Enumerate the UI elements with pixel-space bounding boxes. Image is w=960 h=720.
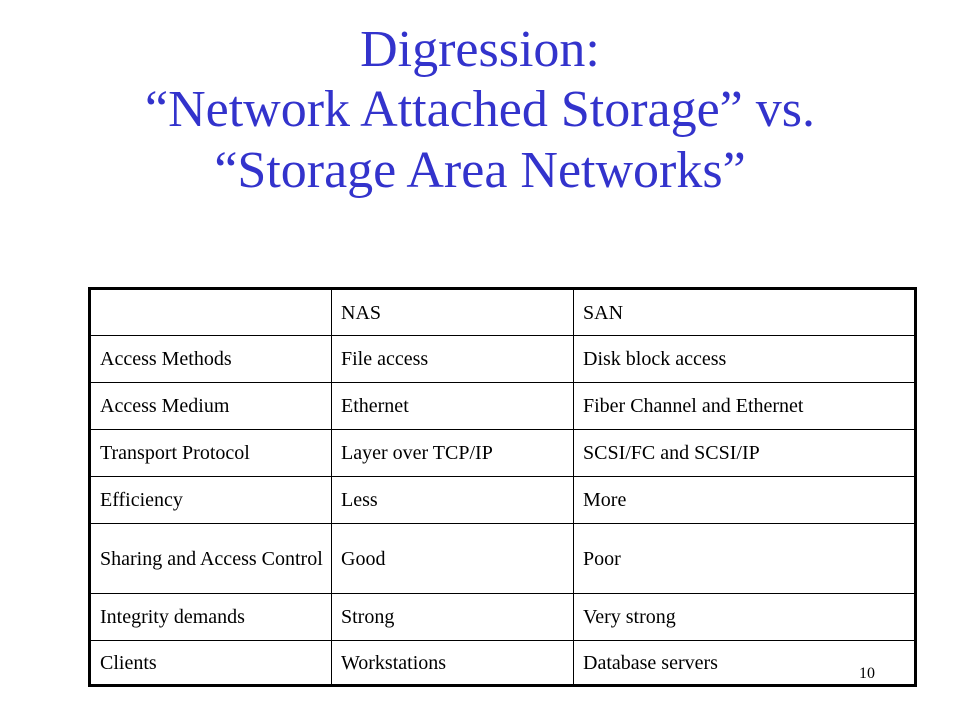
row-label: Access Methods [88, 335, 332, 383]
title-line-1: Digression: [360, 21, 600, 78]
header-cell-empty [88, 287, 332, 336]
title-line-3: “Storage Area Networks” [214, 141, 746, 199]
header-cell-nas: NAS [331, 287, 574, 336]
row-label: Integrity demands [88, 593, 332, 641]
row-label: Access Medium [88, 382, 332, 430]
san-cell: Database servers [573, 640, 917, 687]
row-label: Sharing and Access Control [88, 523, 332, 594]
header-cell-san: SAN [573, 287, 917, 336]
san-cell: Fiber Channel and Ethernet [573, 382, 917, 430]
slide-title: Digression: “Network Attached Storage” v… [40, 20, 920, 201]
nas-cell: Ethernet [331, 382, 574, 430]
comparison-table: NAS SAN Access Methods File access Disk … [88, 287, 917, 687]
nas-cell: Workstations [331, 640, 574, 687]
table-row: Sharing and Access Control Good Poor [88, 523, 917, 594]
row-label: Clients [88, 640, 332, 687]
page-number: 10 [859, 665, 875, 682]
san-cell: Disk block access [573, 335, 917, 383]
nas-cell: File access [331, 335, 574, 383]
nas-cell: Good [331, 523, 574, 594]
table-row: Access Medium Ethernet Fiber Channel and… [88, 382, 917, 430]
nas-cell: Layer over TCP/IP [331, 429, 574, 477]
table-row: Clients Workstations Database servers [88, 640, 917, 687]
table-row: Integrity demands Strong Very strong [88, 593, 917, 641]
nas-cell: Strong [331, 593, 574, 641]
san-cell: Very strong [573, 593, 917, 641]
table-header-row: NAS SAN [88, 287, 917, 336]
nas-cell: Less [331, 476, 574, 524]
table-row: Access Methods File access Disk block ac… [88, 335, 917, 383]
row-label: Efficiency [88, 476, 332, 524]
san-cell: SCSI/FC and SCSI/IP [573, 429, 917, 477]
title-line-2: “Network Attached Storage” vs. [144, 81, 815, 139]
row-label: Transport Protocol [88, 429, 332, 477]
table-row: Efficiency Less More [88, 476, 917, 524]
san-cell: Poor [573, 523, 917, 594]
table-row: Transport Protocol Layer over TCP/IP SCS… [88, 429, 917, 477]
san-cell: More [573, 476, 917, 524]
